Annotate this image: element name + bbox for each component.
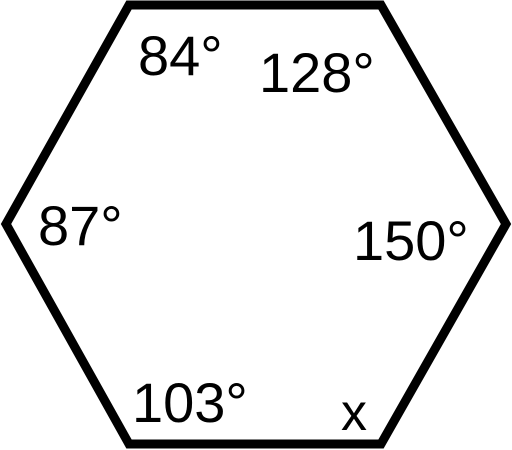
angle-label-top-left: 84° — [138, 24, 223, 87]
angle-label-left: 87° — [38, 194, 123, 257]
angle-label-bottom-left: 103° — [132, 371, 248, 434]
angle-label-top-right: 128° — [259, 41, 375, 104]
angle-label-right: 150° — [353, 209, 469, 272]
angle-label-bottom-right: x — [341, 384, 367, 442]
